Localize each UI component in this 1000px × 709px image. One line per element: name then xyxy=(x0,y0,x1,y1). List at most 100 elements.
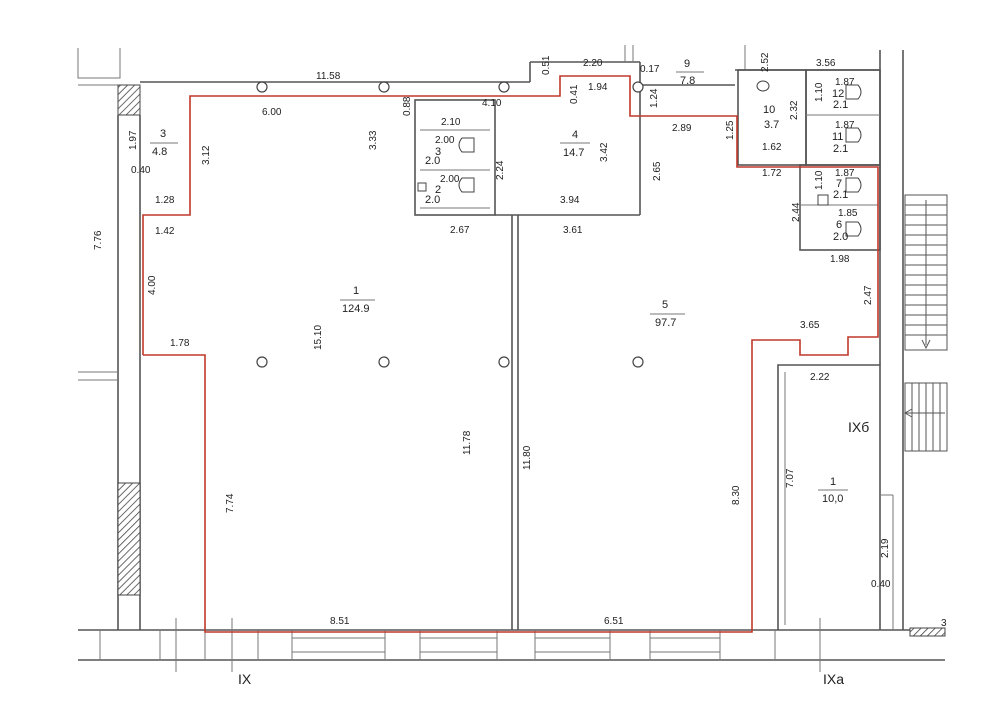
room-area: 2.1 xyxy=(833,189,848,201)
dimension-label: 1.97 xyxy=(128,130,139,150)
dimension-label: 6.00 xyxy=(262,107,282,118)
room-area: 2.0 xyxy=(833,231,848,243)
room-number: 3 xyxy=(435,146,441,158)
dimension-label: 2.32 xyxy=(789,100,800,120)
room-number: 5 xyxy=(662,299,668,311)
dimension-label: 2.22 xyxy=(810,372,830,383)
toilet-icon xyxy=(845,177,862,193)
axis-label-ixb: IXб xyxy=(848,419,869,435)
dimension-label: 0.40 xyxy=(131,165,151,176)
dimension-label: 8.30 xyxy=(731,485,742,505)
premises-outline xyxy=(142,75,879,633)
dimension-label: 8.51 xyxy=(330,616,350,627)
dimension-label: 1.28 xyxy=(155,195,175,206)
dimension-label: 7.76 xyxy=(93,230,104,250)
dimension-label: 2.52 xyxy=(760,52,771,72)
dimension-label: 11.58 xyxy=(316,71,341,82)
room-area: 3.7 xyxy=(764,119,779,131)
dimension-label: 3.12 xyxy=(201,145,212,165)
dimension-label: 2.44 xyxy=(791,202,802,222)
dimension-label: 4.10 xyxy=(482,98,502,109)
dimension-label: 1.87 xyxy=(835,77,855,88)
dimension-label: 1.85 xyxy=(838,208,858,219)
toilet-icon xyxy=(458,177,475,193)
toilet-icon xyxy=(845,127,862,143)
toilet-icon xyxy=(458,137,475,153)
dimension-label: 6.51 xyxy=(604,616,624,627)
dimension-label: 3.42 xyxy=(599,142,610,162)
dimension-label: 0.41 xyxy=(569,84,580,104)
dimension-label: 4.00 xyxy=(147,275,158,295)
room-number: 2 xyxy=(435,184,441,196)
dimension-label: 1.10 xyxy=(814,82,825,102)
room-labels: 3 4.8 1 124.9 3 2.0 2 2.0 4 14.7 9 7.8 1… xyxy=(150,58,848,505)
dimension-label: 2.24 xyxy=(495,160,506,180)
room-area: 2.1 xyxy=(833,99,848,111)
dimension-label: 1.25 xyxy=(725,120,736,140)
room-area: 14.7 xyxy=(563,147,584,159)
fixtures xyxy=(417,80,862,237)
dimension-label: 1.42 xyxy=(155,226,175,237)
dimension-label: 7.07 xyxy=(785,468,796,488)
dimension-label: 1.78 xyxy=(170,338,190,349)
dimension-label: 3.94 xyxy=(560,195,580,206)
dimension-label: 1.98 xyxy=(830,254,850,265)
room-number: 9 xyxy=(684,58,690,70)
dimension-label: 0.40 xyxy=(871,579,891,590)
dimension-label: 2.00 xyxy=(435,135,455,146)
dimension-label: 2.10 xyxy=(441,117,461,128)
dimension-label: 11.78 xyxy=(462,430,473,455)
room-area: 124.9 xyxy=(342,303,370,315)
dimension-label: 1.87 xyxy=(835,168,855,179)
dimension-label: 2.89 xyxy=(672,123,692,134)
dimension-label: 1.87 xyxy=(835,120,855,131)
room-number: 3 xyxy=(160,128,166,140)
dimension-label: 3.56 xyxy=(816,58,836,69)
room-area: 7.8 xyxy=(680,75,695,87)
dimension-label: 0.17 xyxy=(640,64,660,75)
dimension-label: 3 xyxy=(941,618,947,629)
room-number: 12 xyxy=(832,88,844,100)
room-number: 6 xyxy=(836,219,842,231)
dimension-label: 2.65 xyxy=(652,161,663,181)
walls xyxy=(77,45,946,672)
room-number: 7 xyxy=(836,178,842,190)
dimension-label: 0.51 xyxy=(541,55,552,75)
dimension-label: 7.74 xyxy=(225,493,236,513)
dimension-label: 0.88 xyxy=(402,96,413,116)
dimension-labels-vertical: 0.51 0.41 1.24 2.52 1.10 2.32 1.25 1.10 … xyxy=(93,52,891,558)
room-number: 4 xyxy=(572,129,578,141)
room-area: 2.1 xyxy=(833,143,848,155)
room-area: 2.0 xyxy=(425,194,440,206)
hatched-wall-bottom xyxy=(117,482,141,596)
sink-icon xyxy=(417,182,427,192)
shower-icon xyxy=(817,194,829,206)
dimension-label: 1.72 xyxy=(762,168,782,179)
room-area: 2.0 xyxy=(425,155,440,167)
axis-labels: IX IXa IXб xyxy=(238,419,869,687)
dimension-label: 3.65 xyxy=(800,320,820,331)
dimension-label: 2.19 xyxy=(880,538,891,558)
hatched-corner xyxy=(909,627,946,637)
sink-icon xyxy=(756,80,770,92)
dimension-label: 1.94 xyxy=(588,82,608,93)
dimension-label: 2.67 xyxy=(450,225,470,236)
dimension-label: 2.47 xyxy=(863,285,874,305)
dimension-label: 1.24 xyxy=(649,88,660,108)
room-area: 10,0 xyxy=(822,493,843,505)
toilet-icon xyxy=(845,221,862,237)
room-area: 4.8 xyxy=(152,146,167,158)
axis-label-ixa: IXa xyxy=(823,671,844,687)
stairs xyxy=(903,194,948,452)
dimension-label: 15.10 xyxy=(313,325,324,350)
dimension-labels: 11.58 6.00 4.10 2.20 0.17 1.94 3.56 1.87… xyxy=(131,58,947,629)
dimension-label: 11.80 xyxy=(522,445,533,470)
room-area: 97.7 xyxy=(655,317,676,329)
dimension-label: 1.62 xyxy=(762,142,782,153)
dimension-label: 1.10 xyxy=(814,170,825,190)
columns xyxy=(256,81,644,368)
dimension-label: 3.61 xyxy=(563,225,583,236)
room-number: 10 xyxy=(763,104,775,116)
room-number: 1 xyxy=(830,476,836,488)
